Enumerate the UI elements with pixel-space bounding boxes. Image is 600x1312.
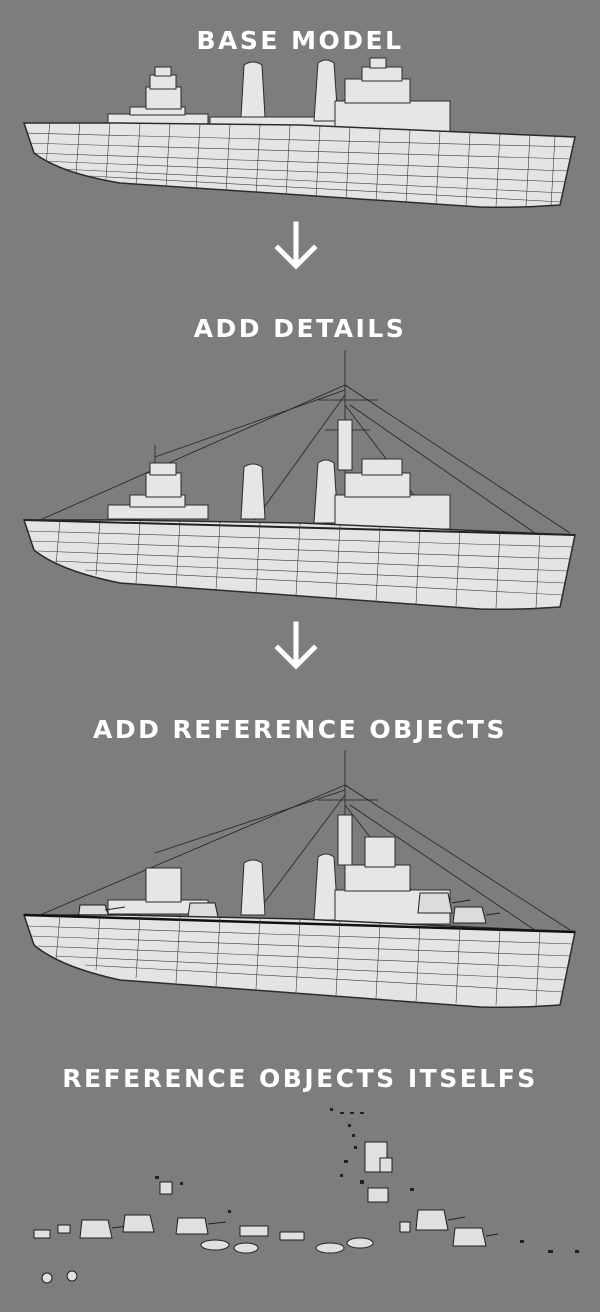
rigging (39, 350, 571, 541)
hull (22, 519, 576, 610)
superstructure (107, 419, 451, 530)
arrow-down-icon (274, 221, 318, 270)
ship-with-reference-objects (22, 750, 576, 1008)
superstructure (107, 814, 451, 925)
hull-wireframe (25, 914, 574, 1007)
detailed-ship (22, 350, 576, 610)
small-parts (155, 1108, 579, 1253)
hull (22, 122, 576, 208)
reference-objects-set (33, 1108, 579, 1284)
hull (22, 914, 576, 1008)
reference-parts (33, 1141, 499, 1284)
step-2-title: ADD DETAILS (193, 314, 407, 343)
hull-wireframe (25, 519, 574, 609)
step-1-title: BASE MODEL (196, 26, 404, 55)
arrow-down-icon (274, 621, 318, 670)
step-4-title: REFERENCE OBJECTS ITSELFS (62, 1064, 538, 1093)
base-model-ship (22, 57, 576, 208)
step-3-title: ADD REFERENCE OBJECTS (92, 715, 507, 744)
hull-wireframe (24, 123, 575, 208)
